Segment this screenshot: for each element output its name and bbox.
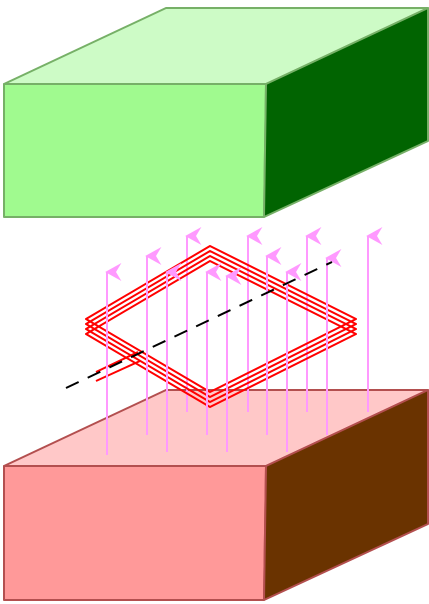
top-magnet: [3, 7, 429, 218]
coil: [85, 245, 357, 408]
coil-turn: [85, 255, 357, 403]
top-magnet-side-face: [263, 7, 429, 218]
top-magnet-front-face: [3, 83, 267, 218]
coil-lead: [95, 360, 141, 382]
rotation-axis: [65, 261, 333, 389]
bottom-magnet: [3, 389, 429, 601]
field-lines-front: [105, 247, 342, 455]
coil-turn: [85, 245, 357, 393]
bottom-magnet-side-face: [263, 389, 429, 601]
coil-turn: [85, 260, 357, 408]
coil-lead: [95, 351, 139, 373]
coil-turn: [85, 250, 357, 398]
bottom-magnet-front-face: [3, 465, 267, 601]
